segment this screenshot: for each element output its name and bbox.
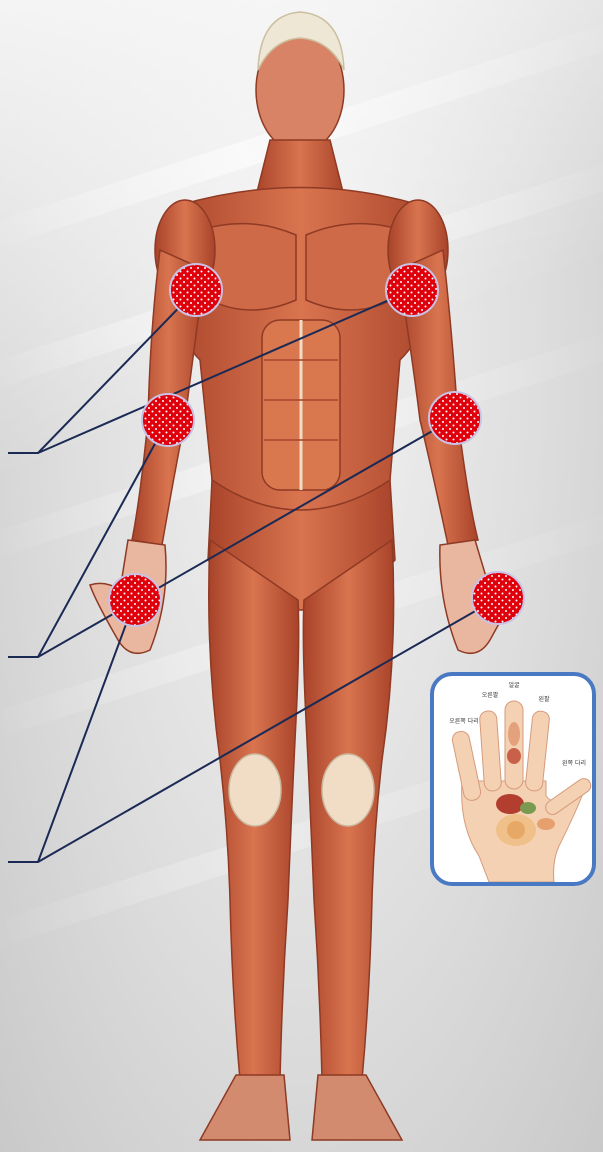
acupoint-right-elbow[interactable] [142,394,194,446]
acupoint-right-wrist[interactable] [109,574,161,626]
label-left-arm: 왼팔 [538,696,549,703]
right-knee [229,754,281,826]
label-left-leg: 왼쪽 다리 [562,760,586,767]
label-right-leg: 오른쪽 다리 [449,718,479,725]
acupoint-left-elbow[interactable] [429,392,481,444]
left-knee [322,754,374,826]
finger-thumb [451,730,482,802]
muscular-body [90,12,520,1140]
finger-ring [525,710,550,791]
hand-illustration [434,676,592,882]
label-face: 얼굴 [508,682,519,689]
finger-index [479,710,502,791]
right-foot [200,1075,290,1140]
hand-map-inset: 오른쪽 다리 오른팔 얼굴 왼팔 왼쪽 다리 [430,672,596,886]
label-right-arm: 오른팔 [482,692,499,699]
acupoint-left-shoulder[interactable] [386,264,438,316]
acupoint-left-wrist[interactable] [472,572,524,624]
acupoint-right-shoulder[interactable] [170,264,222,316]
left-foot [312,1075,402,1140]
